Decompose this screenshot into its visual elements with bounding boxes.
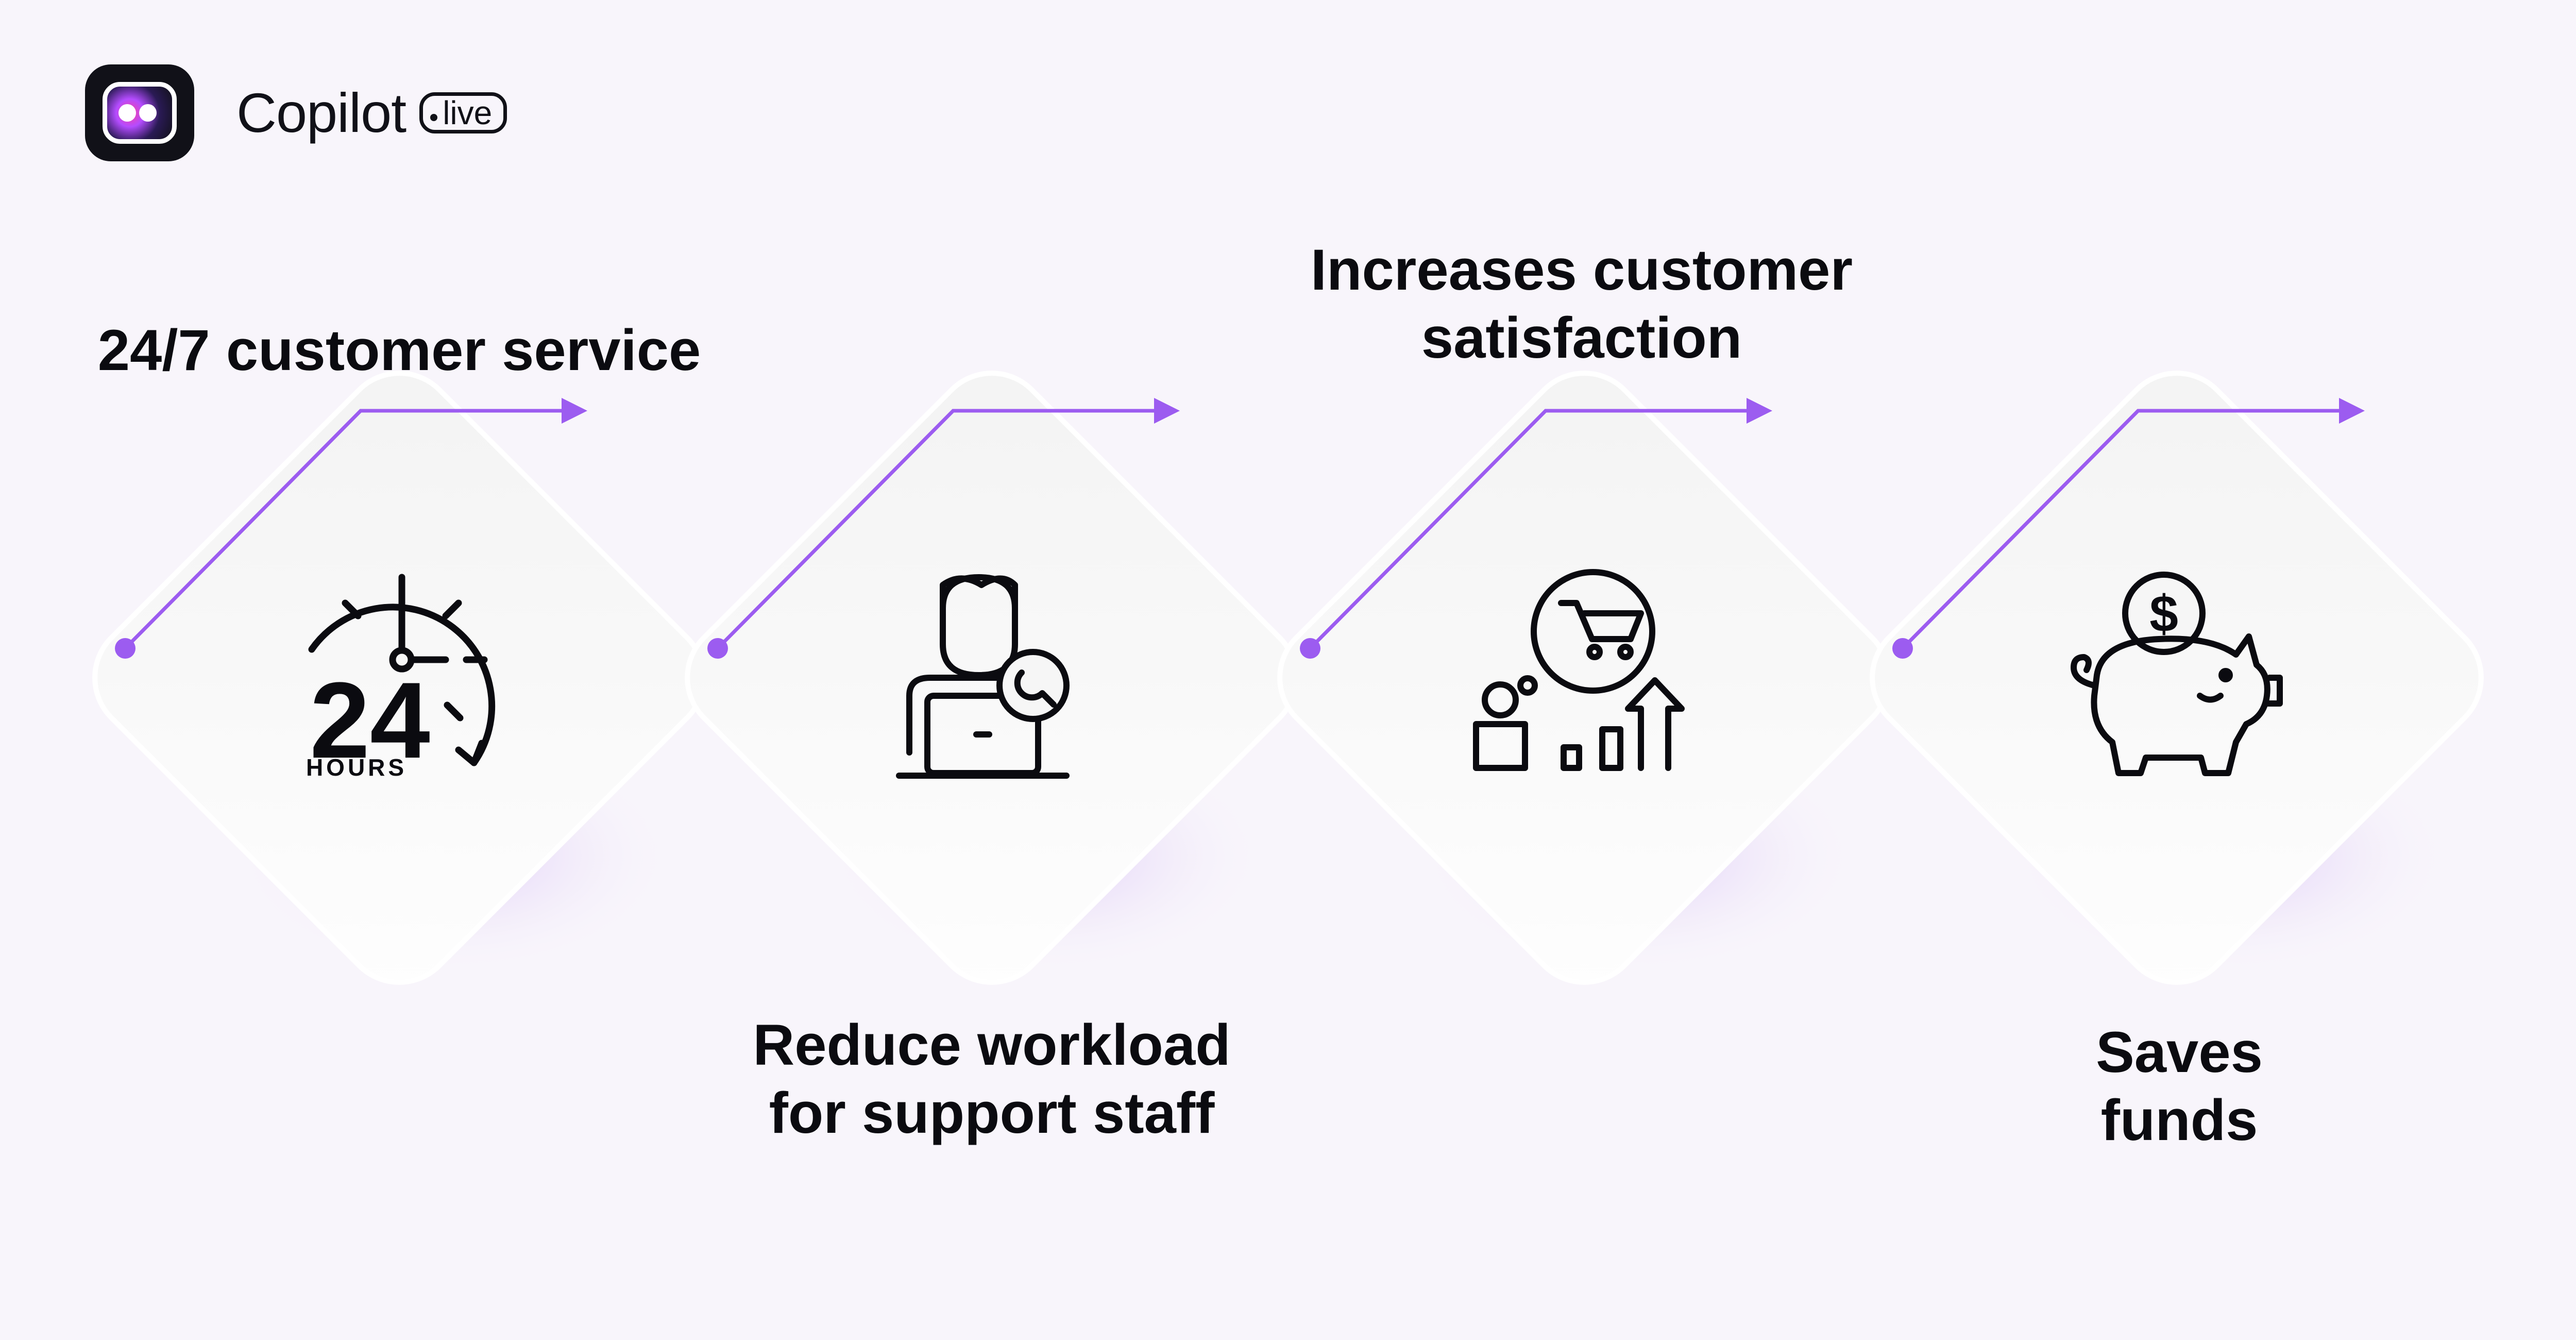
step-2-arrowhead — [1154, 398, 1180, 424]
brand-badge: live — [419, 92, 507, 133]
step-2-connector-line — [716, 409, 1154, 650]
step-1-arrowhead — [562, 398, 587, 424]
step-2-start-dot — [707, 638, 728, 659]
step-3-node — [1277, 371, 1891, 985]
brand-name: Copilot — [236, 81, 406, 144]
piggy-bank-icon — [2071, 572, 2283, 776]
clock-hours-text: HOURS — [306, 754, 407, 781]
step-4-label: Saves funds — [2096, 1020, 2263, 1152]
support-agent-laptop-icon — [896, 574, 1070, 779]
step-2-label: Reduce workload for support staff — [753, 1013, 1231, 1145]
step-4-start-dot — [1892, 638, 1913, 659]
step-3-arrowhead — [1747, 398, 1772, 424]
step-1-start-dot — [115, 638, 135, 659]
dollar-sign-text: $ — [2149, 585, 2178, 643]
brand-logo: Copilot live — [85, 64, 507, 161]
step-3-connector-line — [1309, 409, 1747, 650]
step-3-label: Increases customer satisfaction — [1310, 238, 1853, 370]
clock-24-hours-icon — [308, 574, 496, 766]
customer-satisfaction-icon — [1473, 569, 1685, 771]
step-4-connector-line — [1901, 409, 2339, 650]
step-1-connector-line — [124, 409, 562, 650]
step-1-label: 24/7 customer service — [97, 318, 701, 382]
step-3-start-dot — [1300, 638, 1320, 659]
clock-24-text: 24 — [310, 660, 430, 781]
copilot-logo-icon — [85, 64, 194, 161]
step-4-node: $ — [1870, 371, 2484, 985]
step-4-arrowhead — [2339, 398, 2365, 424]
step-2-node — [685, 371, 1299, 985]
step-1-node: 24 HOURS — [92, 371, 706, 985]
